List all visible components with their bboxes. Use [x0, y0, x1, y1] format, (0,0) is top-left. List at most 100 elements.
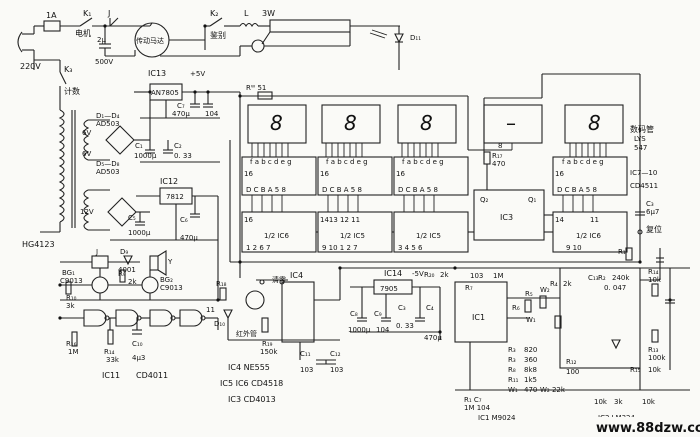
label-n11: 11 [206, 306, 215, 314]
power-supply-5v [88, 83, 240, 163]
trimmer-w2 [539, 295, 547, 309]
label-r14v: 33k [106, 356, 120, 364]
label-d1d4: D₁—D₄ [96, 112, 120, 120]
label-ic3: IC3 [500, 213, 513, 222]
label-bg1v: C9013 [60, 277, 83, 285]
label-c104a: 104 [205, 110, 219, 118]
label-motor: 电机 [75, 28, 91, 38]
label-pins-3: 3 4 5 6 [398, 244, 423, 252]
label-an7805: AN7805 [151, 89, 179, 97]
lamp-3w [269, 19, 351, 33]
label-r10v: 3k [66, 302, 75, 310]
label-ic-list-3: IC3 CD4013 [228, 395, 276, 404]
label-n14: 14 [555, 216, 564, 224]
resistor-r10 [65, 281, 72, 295]
resistor-r13 [651, 329, 659, 343]
label-ic12: IC12 [160, 177, 178, 186]
label-r3a: R₃ [508, 346, 516, 354]
label-fuwei: 复位 [646, 224, 662, 234]
website-url: www.88dzw.com [596, 421, 700, 436]
label-r5: R₅ [525, 290, 533, 298]
timer-ic4-ne555 [281, 281, 315, 343]
label-j: J [107, 9, 110, 18]
switch-k2 [209, 17, 223, 27]
resistor-rw [257, 91, 273, 100]
label-r4v: 2k [563, 280, 572, 288]
label-r17: R₁₇ [492, 152, 503, 160]
label-q1: Q₁ [528, 196, 537, 204]
label-relay-j: J [95, 248, 98, 256]
label-c8v: 1000μ [348, 326, 371, 334]
resistor-r14 [107, 329, 114, 345]
label-d11: D₁₁ [410, 34, 421, 42]
label-pin16-3: 16 [396, 170, 405, 178]
label-ic14: IC14 [384, 269, 402, 278]
junction-dots [58, 24, 672, 334]
label-547: 547 [634, 144, 647, 152]
label-pins-1413: 1413 12 11 [320, 216, 360, 224]
display-row: 8 8 8 – 8 [229, 73, 664, 281]
label-c-3k: 3k [614, 398, 623, 406]
label-r15v: 10k [648, 366, 662, 374]
label-pins-low-1: 1 2 6 7 [246, 244, 271, 252]
label-dcba-3: D C B A 5 8 [398, 186, 438, 194]
label-hongwai: 红外管 [236, 329, 257, 338]
label-r10: R₁₀ [66, 294, 77, 302]
resistor-r1 [625, 247, 633, 261]
label-w1: W₁ [526, 316, 536, 324]
bridge-d5-d8 [107, 197, 137, 227]
label-y: Y [167, 258, 173, 266]
label-r-2k: 2k [128, 278, 137, 286]
label-r16v: 1M [68, 348, 79, 356]
resistor-r12 [554, 315, 562, 329]
label-bg1: BG₁ [62, 269, 75, 277]
resistor-r17 [483, 151, 491, 165]
label-ic11: IC11 [102, 371, 120, 380]
label-ic1: IC1 [472, 313, 485, 322]
label-l: L [244, 9, 249, 18]
label-jishu: 计数 [64, 86, 80, 96]
decoder-ic10 [552, 156, 628, 196]
label-7812: 7812 [166, 193, 184, 201]
label-seg-pins-2: f a b c d e g [326, 158, 368, 166]
label-pin16-2: 16 [320, 170, 329, 178]
starter [251, 39, 265, 53]
labels: 1A K₁ J 电机 传动马达 2μ 500V K₂ 鉴别 L 3W D₁₁ 2… [20, 9, 666, 422]
label-6v-a: 6V [82, 129, 91, 137]
label-d10: D₁₀ [214, 320, 225, 328]
decoder-ic8 [317, 156, 393, 196]
seven-seg-display-3 [397, 104, 457, 144]
label-bottom-2: 1M 104 [464, 404, 491, 412]
label-12v: 12V [80, 208, 94, 216]
label-r12: R₁₂ [566, 358, 577, 366]
label-r9: R₉ [118, 270, 126, 278]
label-c2: C₂ [174, 142, 182, 150]
label-r3b: R₃ [508, 356, 516, 364]
label-ic-list-2: IC5 IC6 CD4518 [220, 379, 283, 388]
label-w1vv: 470 [524, 386, 537, 394]
label-cd4511: CD4511 [630, 182, 658, 190]
label-c103a: 103 [300, 366, 313, 374]
resistor-r14b [651, 283, 659, 297]
label-r20: R₂₀ [424, 271, 435, 279]
label-half-ic6b: 1/2 IC6 [576, 232, 601, 240]
label-c13: C₁₃ [588, 274, 599, 282]
digit-5: 8 [588, 111, 601, 135]
label-c3: C₃ [398, 304, 406, 312]
clear-button[interactable] [259, 279, 265, 285]
url-banner-bg [592, 417, 700, 437]
label-c1000b: 1000μ [128, 229, 151, 237]
label-r15: R₁₅ [630, 366, 641, 374]
nand-section-ic11 [60, 309, 219, 347]
reset-button[interactable] [637, 229, 643, 235]
label-r19v: 150k [260, 348, 278, 356]
label-pins-9: 9 10 1 2 7 [322, 244, 358, 252]
label-6v-b: 6V [82, 150, 91, 158]
label-r13: R₁₃ [648, 346, 659, 354]
diode-d11 [394, 33, 404, 44]
label-w2v: W₂ 22k [540, 386, 566, 394]
label-k1: K₁ [83, 9, 91, 18]
label-cap-2u: 2μ [97, 36, 106, 44]
label-r2v: 240k [612, 274, 630, 282]
label-k2: K₂ [210, 9, 218, 18]
